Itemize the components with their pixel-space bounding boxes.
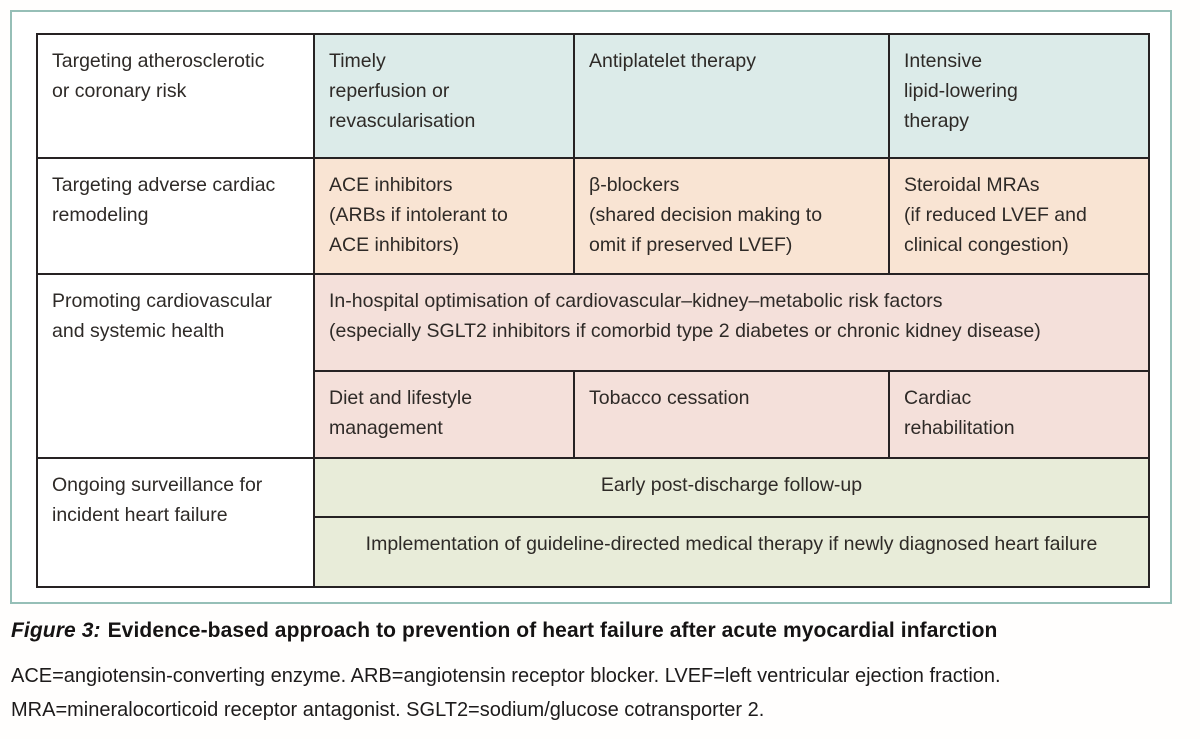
cell-steroidal-mras: Steroidal MRAs (if reduced LVEF and clin… [888, 157, 1150, 275]
cell-lipid-lowering-therapy: Intensive lipid-lowering therapy [888, 33, 1150, 159]
prevention-strategy-table: Targeting atherosclerotic or coronary ri… [36, 33, 1150, 588]
cell-guideline-directed-therapy: Implementation of guideline-directed med… [313, 516, 1150, 588]
figure-footnote: ACE=angiotensin-converting enzyme. ARB=a… [11, 665, 1001, 721]
row-label-cardiovascular-health: Promoting cardiovascular and systemic he… [36, 273, 315, 459]
cell-diet-lifestyle: Diet and lifestyle management [313, 370, 575, 459]
row-label-coronary-risk: Targeting atherosclerotic or coronary ri… [36, 33, 315, 159]
table-row: Diet and lifestyle management Tobacco ce… [37, 370, 1150, 459]
figure-caption-label: Figure 3: [11, 619, 101, 642]
table-row: Targeting adverse cardiac remodeling ACE… [36, 157, 1150, 275]
cell-timely-reperfusion: Timely reperfusion or revascularisation [313, 33, 575, 159]
table-row: Targeting atherosclerotic or coronary ri… [36, 33, 1150, 159]
table-row: Implementation of guideline-directed med… [37, 516, 1150, 588]
cell-inhospital-optimisation: In-hospital optimisation of cardiovascul… [313, 273, 1150, 372]
cell-cardiac-rehabilitation: Cardiac rehabilitation [888, 370, 1150, 459]
figure-caption-text: Evidence-based approach to prevention of… [107, 619, 998, 642]
table-row: Promoting cardiovascular and systemic he… [36, 273, 1150, 459]
cell-post-discharge-followup: Early post-discharge follow-up [313, 457, 1150, 518]
cell-antiplatelet-therapy: Antiplatelet therapy [573, 33, 890, 159]
table-row: Ongoing surveillance for incident heart … [36, 457, 1150, 588]
cell-tobacco-cessation: Tobacco cessation [573, 370, 890, 459]
cell-ace-inhibitors: ACE inhibitors (ARBs if intolerant to AC… [313, 157, 575, 275]
row-label-cardiac-remodeling: Targeting adverse cardiac remodeling [36, 157, 315, 275]
figure-caption: Figure 3: Evidence-based approach to prev… [11, 619, 997, 643]
figure-frame: Targeting atherosclerotic or coronary ri… [10, 10, 1172, 604]
cell-beta-blockers: β-blockers (shared decision making to om… [573, 157, 890, 275]
row-label-incident-heart-failure: Ongoing surveillance for incident heart … [36, 457, 315, 588]
